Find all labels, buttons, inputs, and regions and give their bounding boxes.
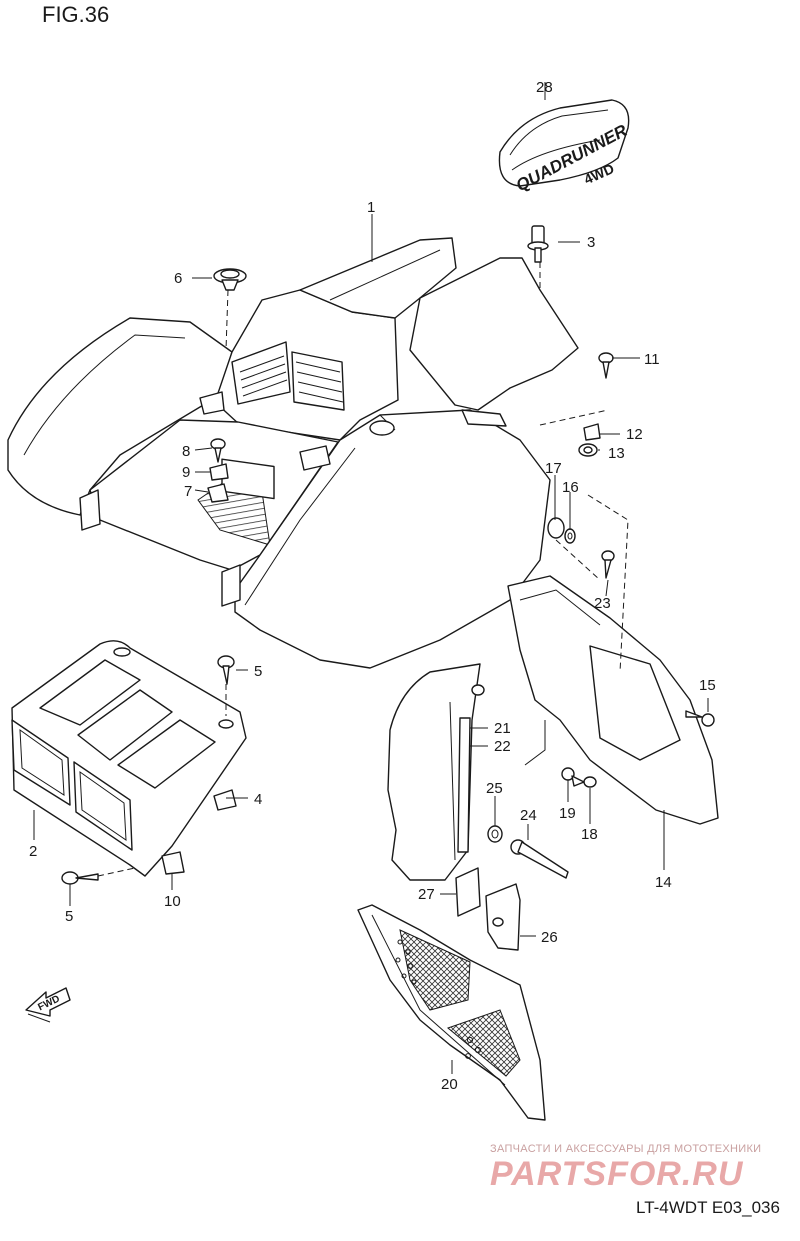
callout-21: 21 xyxy=(494,720,511,737)
screw-18 xyxy=(571,775,597,788)
nut-17 xyxy=(547,517,565,539)
callout-23: 23 xyxy=(594,595,611,612)
callout-12: 12 xyxy=(626,426,643,443)
clip-9 xyxy=(209,463,229,481)
callout-8: 8 xyxy=(182,443,190,460)
figure-code: LT-4WDT E03_036 xyxy=(636,1198,780,1217)
washer-25 xyxy=(487,825,503,843)
callout-19: 19 xyxy=(559,805,576,822)
callout-10: 10 xyxy=(164,893,181,910)
callout-20: 20 xyxy=(441,1076,458,1093)
callout-3: 3 xyxy=(587,234,595,251)
screw-15 xyxy=(685,710,715,727)
callout-6: 6 xyxy=(174,270,182,287)
figure-title: FIG.36 xyxy=(42,2,110,27)
front-fender xyxy=(7,237,579,669)
screw-5-bottom xyxy=(61,871,99,885)
leader-lines xyxy=(33,82,709,1074)
callout-28: 28 xyxy=(536,79,553,96)
callout-labels: 1 2 3 4 5 5 6 7 8 9 10 11 12 13 14 15 16… xyxy=(29,79,716,1093)
screw-23 xyxy=(601,550,615,579)
screw-5-top xyxy=(217,655,235,685)
emblem-decal: QUADRUNNER 4WD xyxy=(498,99,631,195)
nut-13 xyxy=(578,443,598,457)
callout-1: 1 xyxy=(367,199,375,216)
callout-2: 2 xyxy=(29,843,37,860)
clip-4 xyxy=(213,789,237,811)
clip-7 xyxy=(207,483,229,503)
callout-15: 15 xyxy=(699,677,716,694)
callout-17: 17 xyxy=(545,460,562,477)
washer-16 xyxy=(564,528,576,544)
bracket-26 xyxy=(485,883,521,951)
callout-14: 14 xyxy=(655,874,672,891)
watermark-brand: PARTSFOR.RU xyxy=(490,1155,744,1193)
callout-25: 25 xyxy=(486,780,503,797)
bolt-3 xyxy=(527,225,549,263)
callout-26: 26 xyxy=(541,929,558,946)
fwd-arrow: FWD xyxy=(25,987,71,1023)
clip-10 xyxy=(161,851,185,875)
rivet-24 xyxy=(510,839,569,879)
callout-7: 7 xyxy=(184,483,192,500)
callout-27: 27 xyxy=(418,886,435,903)
callout-5a: 5 xyxy=(254,663,262,680)
nut-clip-12 xyxy=(583,423,601,441)
callout-22: 22 xyxy=(494,738,511,755)
callout-4: 4 xyxy=(254,791,262,808)
watermark-tagline: ЗАПЧАСТИ И АКСЕССУАРЫ ДЛЯ МОТОТЕХНИКИ xyxy=(490,1143,762,1155)
front-cover-2 xyxy=(11,640,247,877)
grommet-6 xyxy=(213,268,247,291)
callout-9: 9 xyxy=(182,464,190,481)
callout-5b: 5 xyxy=(65,908,73,925)
screw-11 xyxy=(598,352,614,379)
callout-24: 24 xyxy=(520,807,537,824)
pad-27 xyxy=(455,867,481,917)
liner-20 xyxy=(357,904,546,1121)
callout-18: 18 xyxy=(581,826,598,843)
side-guard-14 xyxy=(507,575,719,825)
mud-flap-21-22 xyxy=(387,663,485,881)
callout-16: 16 xyxy=(562,479,579,496)
callout-13: 13 xyxy=(608,445,625,462)
callout-11: 11 xyxy=(644,351,660,368)
screw-8 xyxy=(210,438,226,463)
